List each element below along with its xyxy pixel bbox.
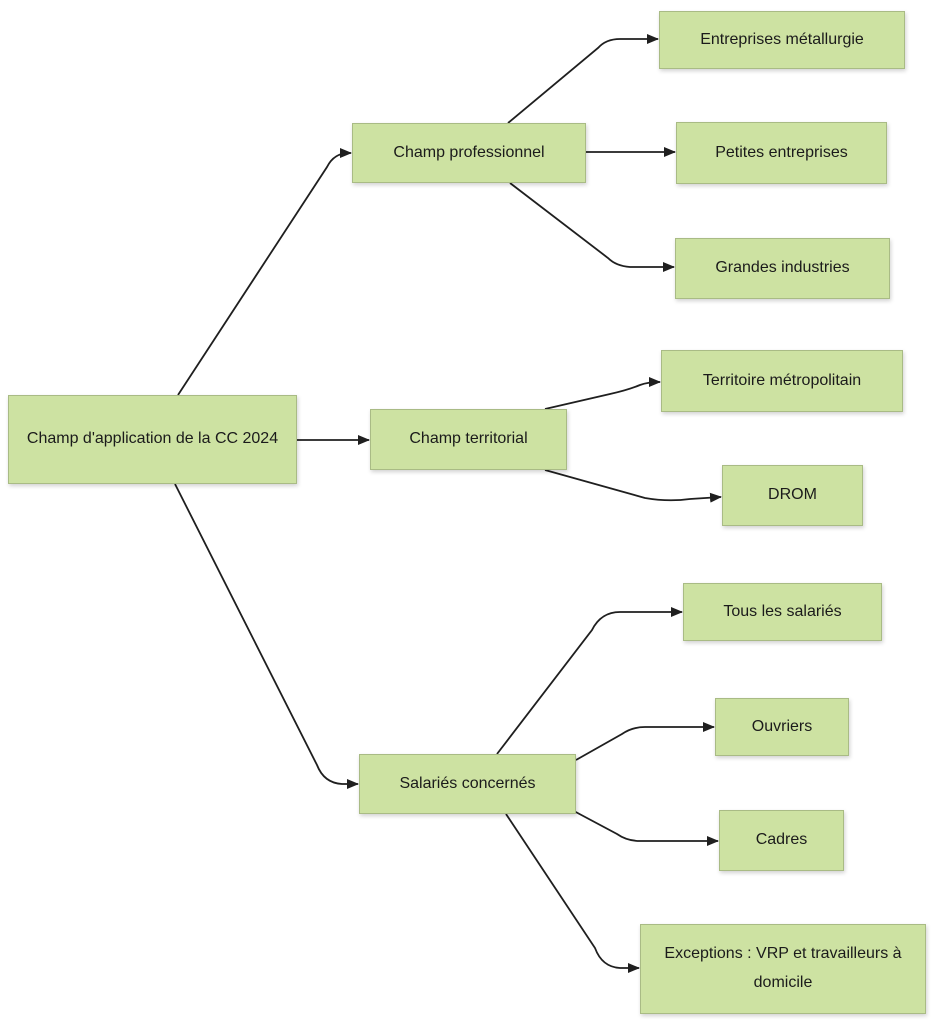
node-label: Ouvriers [751,717,813,735]
node-label: Salariés concernés [399,774,536,792]
edge-salaries-cadres [571,809,719,846]
node-label: DROM [768,486,817,504]
edge-salaries-exceptions [505,813,640,973]
node-label: Exceptions : VRP et travailleurs à domic… [664,945,902,991]
node-grandes-industries: Grandes industries [675,238,890,299]
edge-territorial-drom [544,469,722,503]
node-salaries-concernes: Salariés concernés [359,754,576,814]
edge-salaries-tous [496,607,683,755]
edge-root-professionnel [177,148,352,396]
edge-territorial-metropolitain [544,377,661,410]
node-champ-territorial: Champ territorial [370,409,567,470]
node-entreprises-metallurgie: Entreprises métallurgie [659,11,905,69]
node-ouvriers: Ouvriers [715,698,849,756]
node-label: Tous les salariés [723,602,842,620]
node-champ-professionnel: Champ professionnel [352,123,586,183]
node-root: Champ d'application de la CC 2024 [8,395,297,484]
node-label: Territoire métropolitain [702,371,862,389]
node-tous-les-salaries: Tous les salariés [683,583,882,641]
edge-professionnel-metallurgie [507,34,659,124]
node-exceptions: Exceptions : VRP et travailleurs à domic… [640,924,926,1014]
node-label: Champ professionnel [393,143,545,161]
node-label: Grandes industries [715,259,850,277]
node-label: Entreprises métallurgie [700,30,864,48]
node-petites-entreprises: Petites entreprises [676,122,887,184]
node-cadres: Cadres [719,810,844,871]
edge-salaries-ouvriers [575,722,715,761]
node-label: Champ territorial [409,430,528,448]
node-drom: DROM [722,465,863,526]
node-root-label: Champ d'application de la CC 2024 [26,430,279,448]
node-label: Cadres [755,831,808,849]
node-territoire-metropolitain: Territoire métropolitain [661,350,903,412]
edge-professionnel-grandes [509,182,675,272]
node-label: Petites entreprises [715,143,848,161]
edge-root-salaries [174,483,359,789]
